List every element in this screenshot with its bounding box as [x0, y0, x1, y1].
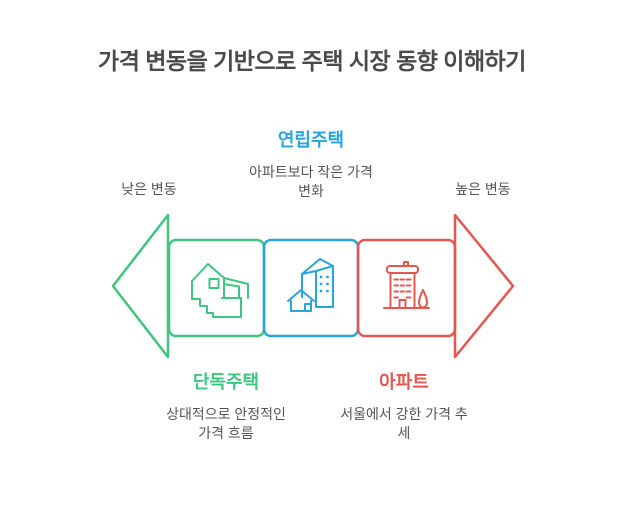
- category-apartment-description: 서울에서 강한 가격 추 세: [340, 406, 468, 441]
- category-detached-description: 상대적으로 안정적인 가격 흐름: [166, 406, 286, 441]
- category-detached-group: 단독주택 상대적으로 안정적인 가격 흐름: [126, 372, 326, 443]
- category-apartment-name: 아파트: [379, 372, 429, 392]
- category-rowhouse-group: 연립주택 아파트보다 작은 가격 변화: [211, 130, 411, 201]
- high-volatility-label: 높은 변동: [455, 181, 511, 197]
- low-volatility-label: 낮은 변동: [121, 181, 177, 197]
- volatility-spectrum-diagram: [111, 213, 515, 359]
- category-detached-name: 단독주택: [192, 372, 260, 392]
- right-arrow: [453, 213, 515, 359]
- left-arrow: [111, 213, 170, 359]
- category-rowhouse-name: 연립주택: [277, 130, 345, 150]
- category-rowhouse-description: 아파트보다 작은 가격 변화: [249, 164, 373, 199]
- row-house-icon: [287, 258, 334, 312]
- apartment-building-icon: [383, 261, 430, 309]
- category-apartment-group: 아파트 서울에서 강한 가격 추 세: [304, 372, 504, 443]
- apartment-box: [356, 238, 457, 338]
- detached-house-icon: [191, 263, 249, 318]
- row-house-box: [262, 238, 360, 338]
- page-title: 가격 변동을 기반으로 주택 시장 동향 이해하기: [98, 48, 526, 74]
